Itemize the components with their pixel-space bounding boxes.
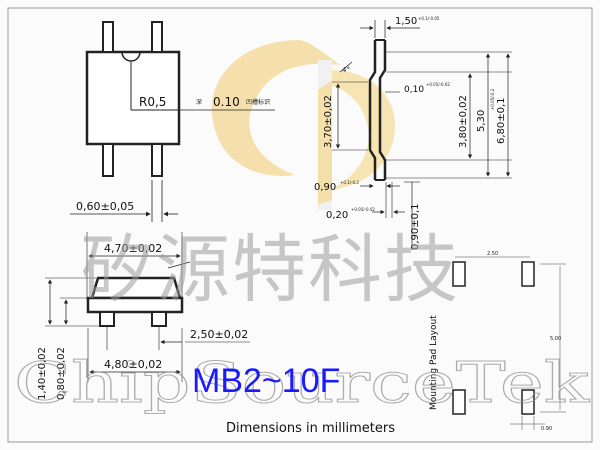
notch-mark xyxy=(121,51,141,62)
height-body-label: 0,80±0,02 xyxy=(56,347,67,400)
top-view: R0,5 深 0.10 凹槽标识 0,60±0,05 xyxy=(70,21,275,222)
pad-layout-title: Mounting Pad Layout xyxy=(429,315,439,410)
standoff-tol: +0.1/-0.2 xyxy=(340,180,359,185)
height-total-label: 1,40±0,02 xyxy=(37,347,48,400)
lead-length-label: 0,90±0,1 xyxy=(410,203,421,250)
pad xyxy=(521,389,535,415)
pad xyxy=(521,261,535,287)
front-pin xyxy=(99,311,115,327)
front-pin xyxy=(151,311,167,327)
pitch-label: 2,50±0,02 xyxy=(190,328,248,341)
pad xyxy=(452,261,466,287)
pad-span-label: 5.00 xyxy=(550,336,561,342)
page-border xyxy=(7,7,593,443)
lead-thickness-label: 0,10 xyxy=(404,85,424,95)
thickness-top-label: 1,50 xyxy=(395,16,417,27)
top-pin xyxy=(151,21,163,53)
mark-note-label: 凹槽标识 xyxy=(246,98,270,106)
side-view: 1,50 +0.1/-0.05 4° 3,70±0,02 0,10 +0.05/… xyxy=(314,16,512,250)
lead-offset-label: 0,20 xyxy=(326,210,348,221)
pad-size-label: 0.90 xyxy=(541,426,552,432)
body-height-mid-label: 3,80±0,02 xyxy=(458,95,469,148)
angle-mark: 4° xyxy=(342,66,350,74)
top-pin xyxy=(102,143,114,177)
radius-label: R0,5 xyxy=(139,95,166,109)
front-view: 4,70±0,02 2,50±0,02 4,80±0,02 1,40±0,02 … xyxy=(37,232,250,400)
lead-offset-tol: +0.05/-0.02 xyxy=(351,207,375,212)
part-number: MB2~10F xyxy=(192,362,340,400)
mark-depth-label: 0.10 xyxy=(213,95,240,109)
overall-height-label: 6,80±0,1 xyxy=(496,97,507,144)
pin-width-label: 0,60±0,05 xyxy=(76,200,134,213)
lead-span-label: 5,30 xyxy=(476,110,487,132)
lead-span-tol: +0.05/-0.2 xyxy=(490,88,495,110)
body-width-label: 4,70±0,02 xyxy=(104,242,162,255)
pad xyxy=(452,389,466,415)
pad-pitch-label: 2.50 xyxy=(487,251,498,257)
pad-layout: Mounting Pad Layout 2.50 5.00 0.90 xyxy=(429,251,566,432)
watermark-logo xyxy=(211,40,395,210)
watermark-chinese: 矽源特科技 xyxy=(80,227,460,313)
caption: Dimensions in millimeters xyxy=(226,421,395,436)
body-height-left-label: 3,70±0,02 xyxy=(323,95,334,148)
top-pin xyxy=(102,21,114,53)
standoff-label: 0,90 xyxy=(314,182,336,193)
watermark-latin: ChipSourceTek xyxy=(14,351,590,416)
top-view-body xyxy=(85,50,181,146)
side-lead xyxy=(368,40,377,180)
top-pin xyxy=(151,143,163,177)
overall-width-label: 4,80±0,02 xyxy=(104,358,162,371)
thickness-top-tol: +0.1/-0.05 xyxy=(418,16,440,21)
depth-marker: 深 xyxy=(196,98,202,106)
lead-thickness-tol: +0.05/-0.02 xyxy=(426,82,450,87)
